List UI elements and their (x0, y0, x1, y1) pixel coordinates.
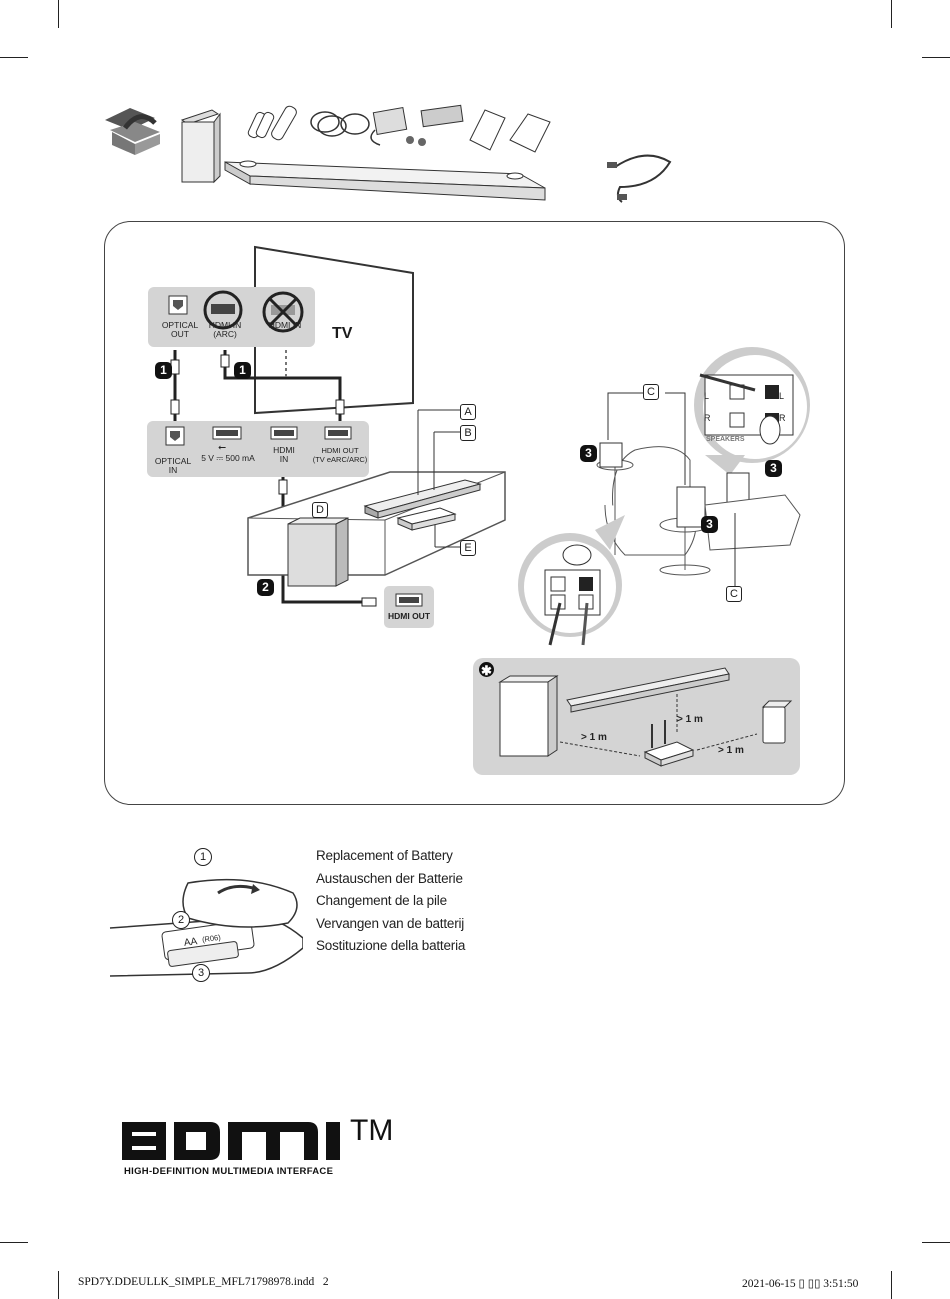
battery-instructions: Replacement of Battery Austauschen der B… (316, 845, 465, 958)
hdmi-in-crossed-icon (262, 291, 304, 333)
distance-label: > 1 m (581, 732, 607, 743)
battery-type-label: AA (183, 936, 199, 949)
crop-mark (922, 57, 950, 58)
hdmi-arc-port-icon (203, 290, 243, 330)
tv-label: TV (332, 325, 353, 342)
soundbar-icon (224, 160, 546, 201)
manual-icon (469, 109, 551, 153)
remote-icon (247, 105, 297, 141)
device-hdmi-out-label: HDMI OUT (387, 611, 431, 621)
hdmi-tagline: HIGH-DEFINITION MULTIMEDIA INTERFACE (124, 1166, 334, 1177)
step-1-badge: 1 (234, 362, 251, 379)
crop-mark (922, 1242, 950, 1243)
battery-line-it: Sostituzione della batteria (316, 938, 466, 954)
hdmi-arc-label: HDMI IN (ARC) (208, 320, 242, 339)
asterisk-icon: ✱ (479, 662, 494, 678)
callout-d: D (312, 502, 328, 518)
speaker-terminal-l-label: L (704, 391, 710, 401)
distance-label: > 1 m (677, 714, 703, 725)
callout-e: E (460, 540, 476, 556)
box-contents-illustration (105, 104, 551, 201)
distance-label: > 1 m (718, 745, 744, 756)
hdmi-out-label: HDMI OUT (TV eARC/ARC) (312, 446, 368, 464)
callout-b: B (460, 425, 476, 441)
hdmi-logo (122, 1122, 340, 1160)
step-2-badge: 2 (257, 579, 274, 596)
wall-bracket-icon (406, 104, 464, 146)
optical-out-port-icon (168, 295, 188, 315)
step-3-badge: 3 (580, 445, 597, 462)
adapter-icon (370, 106, 408, 146)
power-cable-icon (310, 111, 370, 137)
device-hdmi-panel (384, 586, 434, 628)
crop-mark (0, 57, 28, 58)
crop-mark (58, 0, 59, 28)
hdmi-in-label: HDMI IN (268, 320, 302, 330)
battery-step-3: 3 (192, 964, 210, 982)
battery-line-fr: Changement de la pile (316, 893, 447, 909)
callout-c: C (643, 384, 659, 400)
step-1-badge: 1 (155, 362, 172, 379)
battery-step-2: 2 (172, 911, 190, 929)
crop-mark (0, 1242, 28, 1243)
battery-replacement-illustration (109, 878, 303, 977)
placement-illustration (498, 667, 793, 767)
battery-line-nl: Vervangen van de batterij (316, 915, 465, 931)
rear-speaker-scene (518, 347, 810, 646)
optical-in-port-icon (165, 426, 185, 446)
optical-out-label: OPTICAL OUT (161, 320, 199, 339)
subwoofer-icon (180, 109, 221, 184)
battery-step-1: 1 (194, 848, 212, 866)
hdmi-in-label: HDMI IN (273, 445, 295, 464)
usb-power-label: 5 V ⎓ 500 mA (201, 453, 255, 463)
callout-a: A (460, 404, 476, 420)
hdmi-out-port-icon (324, 426, 352, 440)
footer-timestamp: 2021-06-15 ▯ ▯▯ 3:51:50 (742, 1278, 859, 1290)
callout-c: C (726, 586, 742, 602)
speaker-terminal-r-label: R (779, 413, 786, 423)
battery-line-de: Austauschen der Batterie (316, 870, 463, 886)
hdmi-tm-mark: TM (350, 1114, 394, 1147)
battery-line-en: Replacement of Battery (316, 848, 453, 863)
optical-cable-icon (607, 154, 672, 203)
speakers-label: SPEAKERS (706, 436, 745, 443)
living-room-stand-scene (247, 409, 506, 587)
speaker-terminal-l-label: L (779, 391, 785, 401)
crop-mark (891, 0, 892, 28)
usb-port-icon (212, 426, 242, 440)
footer-filename: SPD7Y.DDEULLK_SIMPLE_MFL71798978.indd 2 (78, 1276, 329, 1288)
crop-mark (891, 1271, 892, 1299)
unboxing-icon (105, 108, 160, 155)
usb-symbol-icon: ⭠ (218, 442, 226, 453)
step-3-badge: 3 (701, 516, 718, 533)
device-hdmi-port-icon (395, 593, 423, 607)
connection-diagram-panel (104, 221, 845, 805)
hdmi-in-port-icon (270, 426, 298, 440)
speaker-terminal-r-label: R (704, 413, 711, 423)
optical-in-label: OPTICAL IN (154, 456, 192, 475)
step-3-badge: 3 (765, 460, 782, 477)
crop-mark (58, 1271, 59, 1299)
